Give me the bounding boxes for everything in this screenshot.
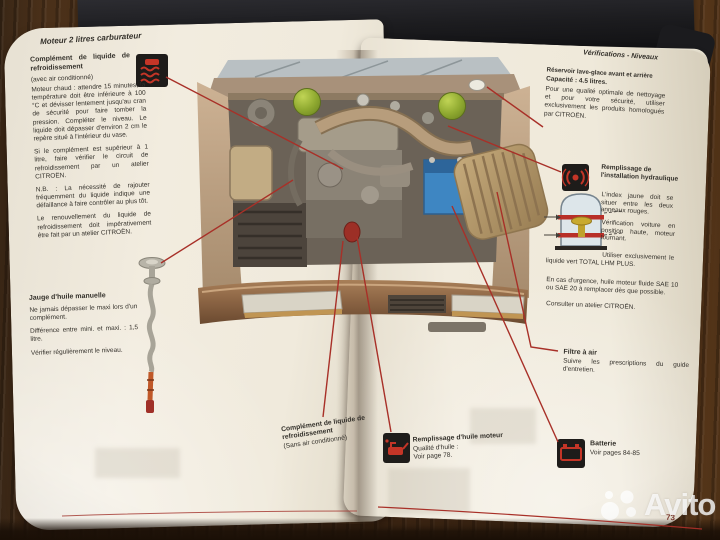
coolant-ac-heading: Complément de liquide de refroidissement (29, 52, 131, 73)
oil-gauge-section: Jauge d'huile manuelle Ne jamais dépasse… (29, 291, 139, 362)
watermark: Avito (600, 487, 716, 523)
oil-gauge-p1: Ne jamais dépasser le maxi lors d'un com… (29, 302, 138, 322)
coolant-ac-p1: Moteur chaud : attendre 15 minutes, la t… (31, 81, 148, 143)
oil-gauge-p2: Différence entre mini. et maxi. : 1,5 li… (30, 324, 139, 344)
coolant-ac-p2: Si le complément est supérieur à 1 litre… (33, 143, 149, 181)
oil-gauge-p3: Vérifier régulièrement le niveau. (30, 346, 123, 357)
air-filter-body: Suivre les prescriptions du guide d'entr… (562, 357, 690, 374)
show-through-text (95, 448, 180, 478)
coolant-ac-p4: Le renouvellement du liquide de refroidi… (36, 210, 152, 240)
hydraulic-p2: Vérification voiture en position haute, … (600, 219, 676, 243)
book-fold-shadow (336, 50, 378, 524)
coolant-ac-section: Complément de liquide de refroidissement… (30, 52, 152, 246)
avito-logo-icon (601, 490, 636, 520)
washer-section: Réservoir lave-glace avant et arrière Ca… (543, 66, 666, 130)
watermark-text: Avito (644, 487, 716, 522)
battery-heading: Batterie (590, 440, 617, 448)
air-filter-section: Filtre à air Suivre les prescriptions du… (563, 349, 704, 384)
washer-body: Pour une qualité optimale de nettoyage e… (543, 85, 666, 120)
show-through-box (388, 468, 470, 514)
coolant-ac-p3: N.B. : La nécessité de rajouter fréquemm… (35, 181, 151, 210)
battery-label: Batterie Voir pages 84-85 (590, 440, 680, 458)
hydraulic-p1: L'index jaune doit se situer entre les d… (600, 191, 674, 216)
